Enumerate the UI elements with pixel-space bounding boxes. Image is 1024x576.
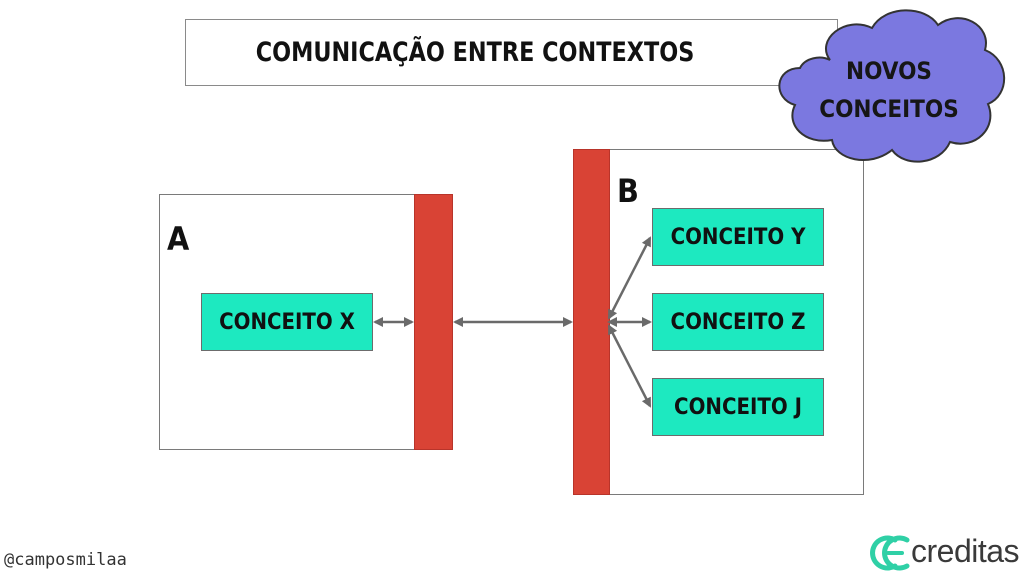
concept-y-node: CONCEITO Y (652, 208, 824, 266)
cloud-callout-text: NOVOS CONCEITOS (808, 30, 970, 150)
concept-z-node: CONCEITO Z (652, 293, 824, 351)
creditas-logo-icon (870, 535, 910, 571)
arrow-boundary-b-to-y (607, 236, 652, 320)
concept-x-node: CONCEITO X (201, 293, 373, 351)
cloud-icon (778, 9, 1006, 163)
cloud-callout-line1: NOVOS (846, 57, 932, 85)
context-b-label: B (617, 172, 639, 210)
arrow-boundary-b-to-j (607, 324, 652, 408)
context-a-label: A (167, 220, 190, 258)
context-b-boundary-bar (573, 149, 610, 495)
cloud-callout-line2: CONCEITOS (819, 95, 959, 123)
title-box (185, 19, 838, 86)
diagram-title: COMUNICAÇÃO ENTRE CONTEXTOS (255, 37, 695, 68)
concept-j-node: CONCEITO J (652, 378, 824, 436)
author-handle: @camposmilaa (4, 550, 127, 570)
context-a-boundary-bar (414, 194, 453, 450)
brand-wordmark: creditas (911, 533, 1020, 569)
